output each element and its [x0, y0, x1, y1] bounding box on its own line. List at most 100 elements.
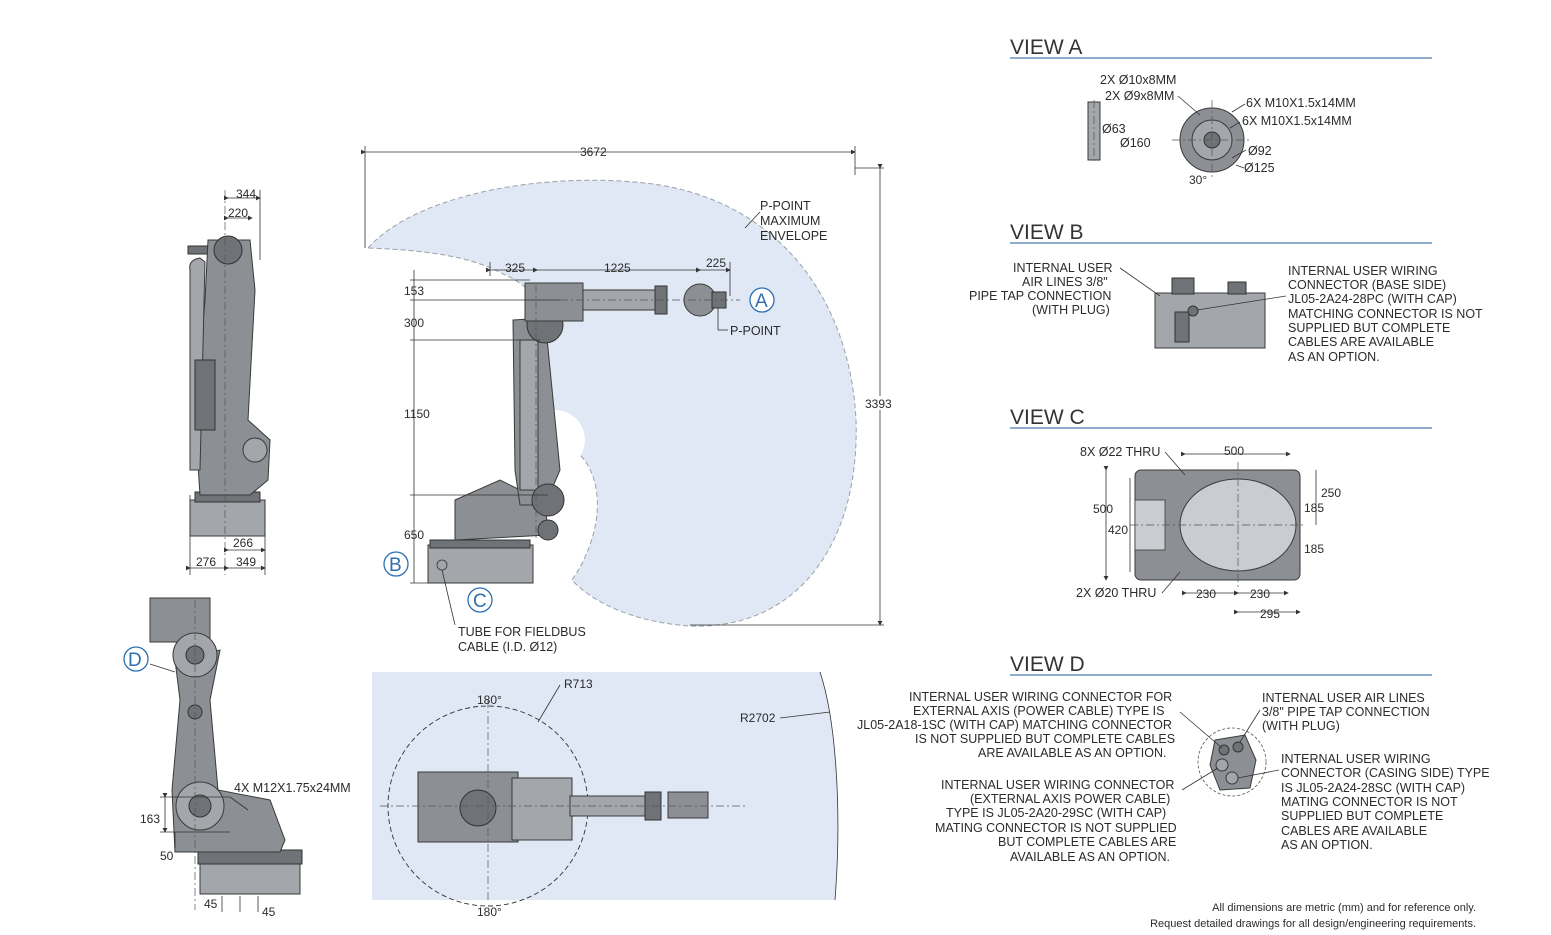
callout-b [383, 551, 409, 577]
main-view: 3672 325 1225 225 153 300 1150 650 3393 … [361, 145, 898, 654]
dim-3393: 3393 [865, 397, 892, 411]
view-a-title: VIEW A [1010, 36, 1082, 59]
view-d-br-1: CONNECTOR (CASING SIDE) TYPE [1281, 766, 1490, 780]
dim-276: 276 [196, 555, 216, 569]
view-a-label-6: Ø92 [1248, 144, 1272, 158]
dim-1150: 1150 [404, 407, 430, 421]
view-d: VIEW D INTERNAL USER WIRING CONNECTOR FO… [857, 653, 1490, 864]
footer: All dimensions are metric (mm) and for r… [1150, 902, 1476, 930]
footer-line2: Request detailed drawings for all design… [1150, 918, 1476, 930]
view-b-left-3: (WITH PLUG) [1032, 303, 1110, 317]
tube-note-line2: CABLE (I.D. Ø12) [458, 640, 557, 654]
view-d-bl-2: TYPE IS JL05-2A20-29SC (WITH CAP) [946, 806, 1166, 820]
view-b-right-4: SUPPLIED BUT COMPLETE [1288, 321, 1450, 335]
dim-153: 153 [404, 284, 424, 298]
dim-349: 349 [236, 555, 256, 569]
view-d-tl-3: IS NOT SUPPLIED BUT COMPLETE CABLES [915, 732, 1175, 746]
view-d-bl-5: AVAILABLE AS AN OPTION. [1010, 850, 1170, 864]
tube-note-line1: TUBE FOR FIELDBUS [458, 625, 586, 639]
view-a-label-0: 2X Ø10x8MM [1100, 73, 1176, 87]
rear-bolt-note: 4X M12X1.75x24MM [234, 781, 351, 795]
view-d-tr-1: 3/8" PIPE TAP CONNECTION [1262, 705, 1430, 719]
view-a: VIEW A 2X Ø10x8MM 2X Ø9x8MM Ø63 Ø160 6X … [1010, 36, 1432, 187]
callout-d-label: D [128, 650, 142, 671]
view-c-label-10: 295 [1260, 607, 1280, 621]
view-c-label-6: 185 [1304, 542, 1324, 556]
view-d-br-4: SUPPLIED BUT COMPLETE [1281, 809, 1443, 823]
callout-b-label: B [389, 555, 402, 576]
view-b-title: VIEW B [1010, 221, 1084, 244]
envelope-note-line2: MAXIMUM [760, 214, 820, 228]
view-d-br-5: CABLES ARE AVAILABLE [1281, 824, 1427, 838]
rear-view: D 4X M12X1.75x24MM 163 50 45 45 [123, 597, 351, 919]
view-a-label-4: 6X M10X1.5x14MM [1246, 96, 1356, 110]
view-c-label-3: 420 [1108, 523, 1128, 537]
view-d-br-6: AS AN OPTION. [1281, 838, 1373, 852]
dim-225: 225 [706, 256, 726, 270]
dim-220: 220 [228, 206, 248, 220]
view-b-right-6: AS AN OPTION. [1288, 350, 1380, 364]
view-a-label-1: 2X Ø9x8MM [1105, 89, 1174, 103]
callout-d [123, 646, 149, 672]
dim-650: 650 [404, 528, 424, 542]
view-a-label-2: Ø63 [1102, 122, 1126, 136]
view-b-left-2: PIPE TAP CONNECTION [969, 289, 1111, 303]
view-c-label-8: 230 [1196, 587, 1216, 601]
callout-a-label: A [755, 291, 768, 312]
envelope-note-line3: ENVELOPE [760, 229, 827, 243]
view-d-br-0: INTERNAL USER WIRING [1281, 752, 1431, 766]
view-c-label-7: 2X Ø20 THRU [1076, 586, 1156, 600]
dim-45-left: 45 [204, 897, 218, 911]
dim-163: 163 [140, 812, 160, 826]
view-a-label-7: Ø125 [1244, 161, 1275, 175]
callout-a [749, 287, 775, 313]
dim-50: 50 [160, 849, 174, 863]
callout-c [467, 587, 493, 613]
view-c-label-4: 250 [1321, 486, 1341, 500]
view-b-right-1: CONNECTOR (BASE SIDE) [1288, 278, 1446, 292]
view-b-right-0: INTERNAL USER WIRING [1288, 264, 1438, 278]
envelope-note-line1: P-POINT [760, 199, 811, 213]
view-c: VIEW C 8X Ø22 THRU 500 500 420 250 185 1… [1010, 406, 1432, 621]
view-a-label-5: 6X M10X1.5x14MM [1242, 114, 1352, 128]
dim-300: 300 [404, 316, 424, 330]
view-d-bl-1: (EXTERNAL AXIS POWER CABLE) [970, 792, 1170, 806]
footer-line1: All dimensions are metric (mm) and for r… [1212, 902, 1476, 914]
dim-325: 325 [505, 261, 525, 275]
view-c-title: VIEW C [1010, 406, 1085, 429]
view-c-label-0: 8X Ø22 THRU [1080, 445, 1160, 459]
view-d-tl-1: EXTERNAL AXIS (POWER CABLE) TYPE IS [913, 704, 1164, 718]
dim-r713: R713 [564, 677, 593, 691]
view-c-label-5: 185 [1304, 501, 1324, 515]
dim-344: 344 [236, 187, 256, 201]
angle-180-bottom: 180° [477, 905, 502, 919]
dim-3672: 3672 [580, 145, 607, 159]
dim-r2702: R2702 [740, 711, 776, 725]
view-b-right-2: JL05-2A24-28PC (WITH CAP) [1288, 292, 1457, 306]
view-d-tl-2: JL05-2A18-1SC (WITH CAP) MATCHING CONNEC… [857, 718, 1172, 732]
dim-45-right: 45 [262, 905, 276, 919]
view-b: VIEW B INTERNAL USER AIR LINES 3/8" PIPE… [969, 221, 1483, 364]
view-c-label-9: 230 [1250, 587, 1270, 601]
view-d-tl-4: ARE AVAILABLE AS AN OPTION. [978, 746, 1167, 760]
view-a-label-8: 30° [1189, 173, 1207, 187]
p-point-label: P-POINT [730, 324, 781, 338]
view-b-left-0: INTERNAL USER [1013, 261, 1113, 275]
view-b-right-3: MATCHING CONNECTOR IS NOT [1288, 307, 1483, 321]
view-d-bl-3: MATING CONNECTOR IS NOT SUPPLIED [935, 821, 1177, 835]
view-c-label-2: 500 [1093, 502, 1113, 516]
view-d-tl-0: INTERNAL USER WIRING CONNECTOR FOR [909, 690, 1172, 704]
dim-1225: 1225 [604, 261, 631, 275]
view-d-bl-4: BUT COMPLETE CABLES ARE [998, 835, 1176, 849]
view-d-br-3: MATING CONNECTOR IS NOT [1281, 795, 1458, 809]
view-b-right-5: CABLES ARE AVAILABLE [1288, 335, 1434, 349]
view-d-tr-0: INTERNAL USER AIR LINES [1262, 691, 1425, 705]
dim-266: 266 [233, 536, 253, 550]
side-view: 344 220 266 276 349 [186, 187, 271, 575]
view-b-left-1: AIR LINES 3/8" [1022, 275, 1108, 289]
view-d-bl-0: INTERNAL USER WIRING CONNECTOR [941, 778, 1174, 792]
top-view: 180° R713 R2702 180° [372, 671, 839, 919]
view-c-label-1: 500 [1224, 444, 1244, 458]
view-d-br-2: IS JL05-2A24-28SC (WITH CAP) [1281, 781, 1465, 795]
